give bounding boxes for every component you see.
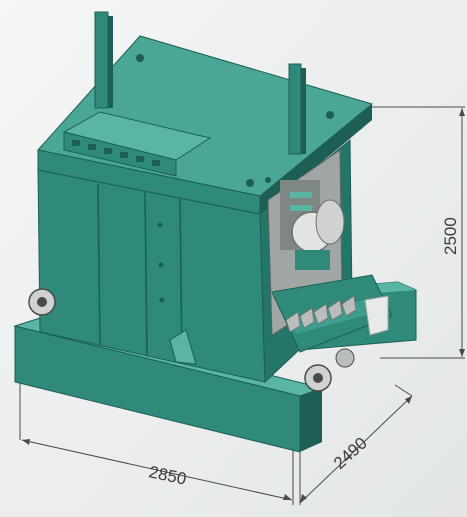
- dimension-arrows: [22, 108, 465, 503]
- output-chute: [271, 274, 393, 353]
- guide-posts: [94, 11, 306, 155]
- height-dimension: 2500: [441, 217, 460, 255]
- drive-gears: [28, 288, 355, 392]
- dimension-lines: [19, 106, 465, 505]
